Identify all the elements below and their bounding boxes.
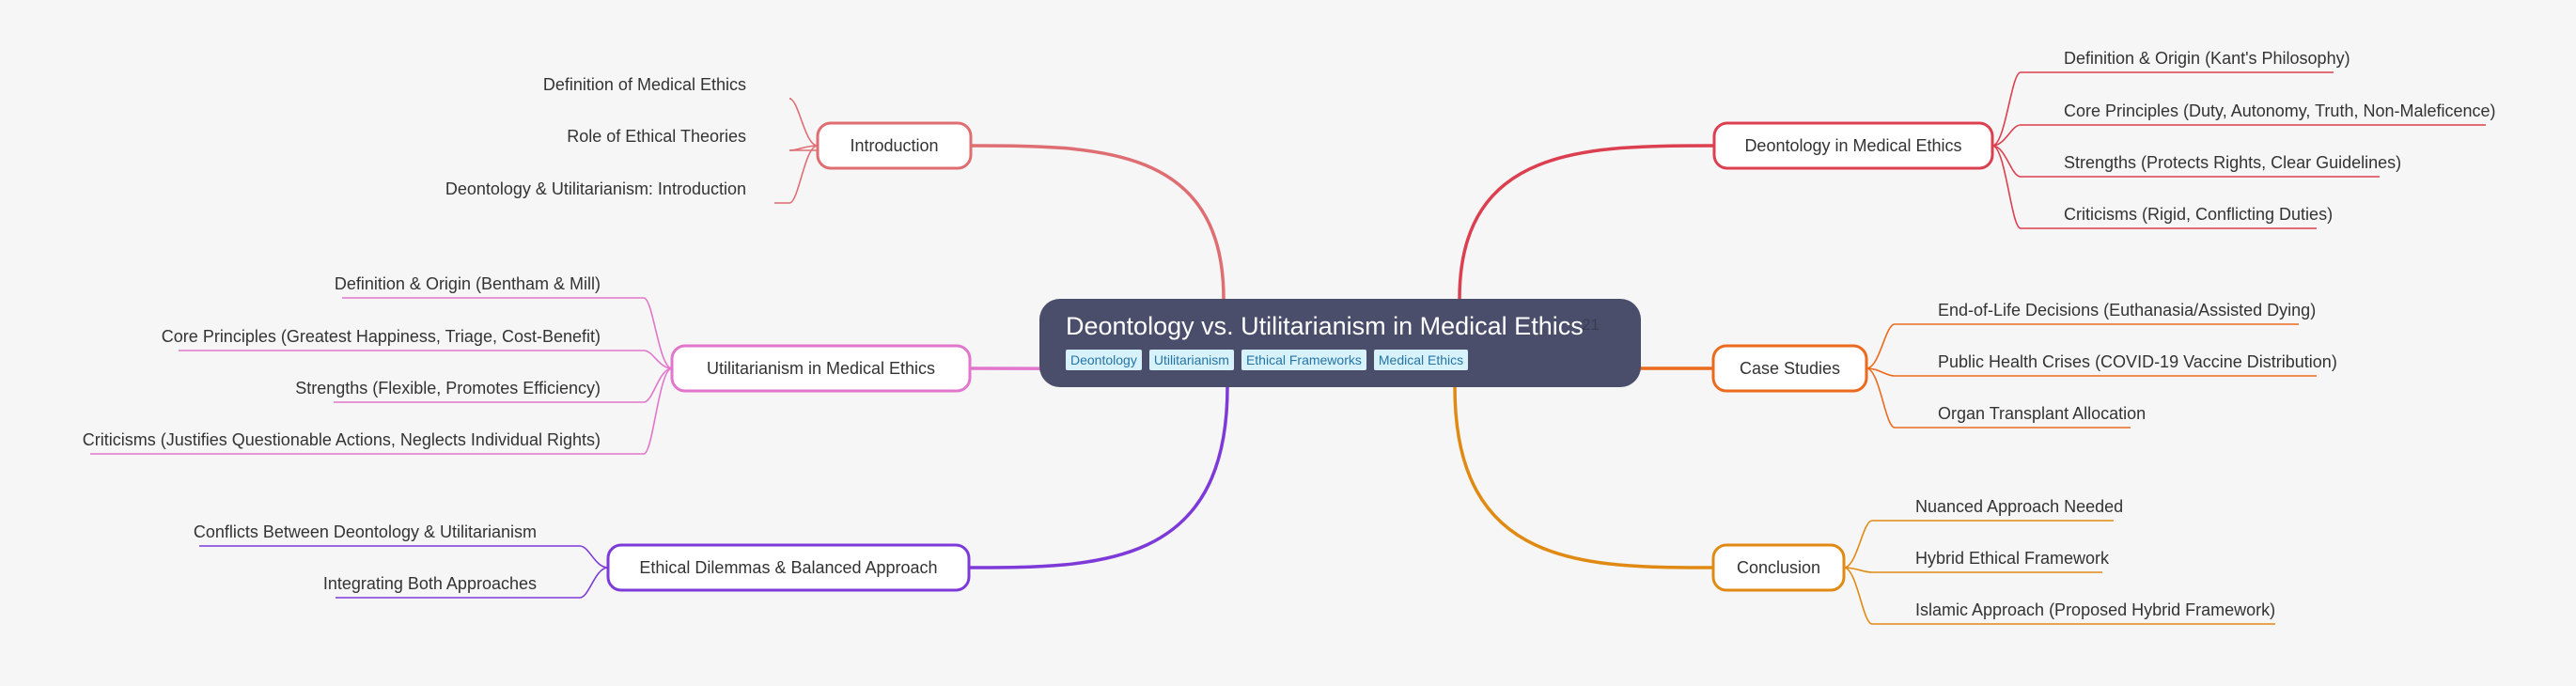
leaf-connector	[788, 145, 819, 204]
leaf-topic[interactable]: Islamic Approach (Proposed Hybrid Framew…	[1915, 600, 2275, 619]
leaf-connector	[643, 350, 673, 369]
tag-ethical-frameworks[interactable]: Ethical Frameworks	[1241, 350, 1366, 370]
leaf-connector	[1991, 145, 2022, 229]
leaf-topic[interactable]: Definition of Medical Ethics	[543, 75, 746, 94]
branch-node[interactable]	[606, 543, 971, 592]
leaf-topic[interactable]: Organ Transplant Allocation	[1938, 404, 2146, 423]
leaf-connector	[643, 297, 673, 369]
branch-label: Introduction	[850, 136, 938, 155]
branch-node[interactable]	[1712, 121, 1994, 170]
leaf-topic[interactable]: End-of-Life Decisions (Euthanasia/Assist…	[1938, 301, 2316, 320]
branch-label: Conclusion	[1737, 558, 1820, 577]
branch-label: Deontology in Medical Ethics	[1744, 136, 1961, 155]
leaf-connector	[1991, 71, 2022, 147]
branch-4: Definition & Origin (Kant's Philosophy) C…	[1458, 49, 2496, 301]
leaf-connector	[1991, 124, 2022, 147]
branch-node[interactable]	[1711, 344, 1868, 393]
leaf-topic[interactable]: Public Health Crises (COVID-19 Vaccine D…	[1938, 352, 2337, 371]
branch-connector	[969, 144, 1226, 301]
tag-list: Deontology Utilitarianism Ethical Framew…	[1066, 350, 1615, 370]
leaf-topic[interactable]: Strengths (Protects Rights, Clear Guidel…	[2064, 153, 2401, 172]
leaf-topic[interactable]: Nuanced Approach Needed	[1915, 497, 2123, 516]
leaf-topic[interactable]: Core Principles (Duty, Autonomy, Truth, …	[2064, 101, 2496, 120]
branch-label: Ethical Dilemmas & Balanced Approach	[639, 558, 937, 577]
branch-3: Conflicts Between Deontology & Utilitari…	[194, 385, 1229, 599]
leaf-connector	[579, 567, 609, 599]
leaf-topic[interactable]: Deontology & Utilitarianism: Introductio…	[445, 179, 746, 198]
branch-connector	[967, 385, 1229, 569]
tag-medical-ethics[interactable]: Medical Ethics	[1373, 350, 1469, 370]
branch-node[interactable]	[816, 121, 973, 170]
tag-utilitarianism[interactable]: Utilitarianism	[1148, 350, 1234, 370]
leaf-connector	[1866, 323, 1896, 369]
leaf-topic[interactable]: Criticisms (Rigid, Conflicting Duties)	[2064, 205, 2333, 224]
leaf-topic[interactable]: Definition & Origin (Bentham & Mill)	[335, 274, 601, 293]
central-topic[interactable]: Deontology vs. Utilitarianism in Medical…	[1039, 299, 1641, 387]
tag-deontology[interactable]: Deontology	[1066, 350, 1142, 370]
branch-node[interactable]	[670, 344, 972, 393]
branch-connector	[1458, 144, 1716, 301]
leaf-connector	[1843, 567, 1873, 625]
collapse-count-indicator[interactable]: 21	[1582, 316, 1600, 334]
branch-2: Definition & Origin (Bentham & Mill) Core…	[83, 274, 1229, 455]
leaf-topic[interactable]: Conflicts Between Deontology & Utilitari…	[194, 522, 537, 541]
leaf-connector	[1843, 520, 1873, 569]
leaf-topic[interactable]: Integrating Both Approaches	[323, 574, 537, 593]
leaf-connector	[1991, 145, 2022, 178]
branch-connector	[1453, 385, 1715, 569]
leaf-connector	[788, 98, 819, 147]
leaf-topic[interactable]: Core Principles (Greatest Happiness, Tri…	[162, 327, 601, 346]
leaf-connector	[643, 367, 673, 403]
branch-node[interactable]	[1711, 543, 1846, 592]
branch-5: End-of-Life Decisions (Euthanasia/Assist…	[1639, 301, 2337, 429]
leaf-topic[interactable]: Criticisms (Justifies Questionable Actio…	[83, 430, 601, 449]
leaf-connector	[1866, 367, 1896, 429]
branch-label: Case Studies	[1740, 359, 1840, 378]
leaf-topic[interactable]: Definition & Origin (Kant's Philosophy)	[2064, 49, 2350, 68]
central-topic-title: Deontology vs. Utilitarianism in Medical…	[1066, 312, 1584, 340]
leaf-connector	[643, 367, 673, 455]
leaf-connector	[579, 545, 609, 569]
leaf-connector	[1866, 367, 1896, 377]
leaf-connector	[1843, 567, 1873, 573]
leaf-topic[interactable]: Strengths (Flexible, Promotes Efficiency…	[295, 379, 601, 398]
branch-label: Utilitarianism in Medical Ethics	[707, 359, 935, 378]
leaf-topic[interactable]: Role of Ethical Theories	[567, 127, 746, 146]
leaf-topic[interactable]: Hybrid Ethical Framework	[1915, 549, 2110, 568]
